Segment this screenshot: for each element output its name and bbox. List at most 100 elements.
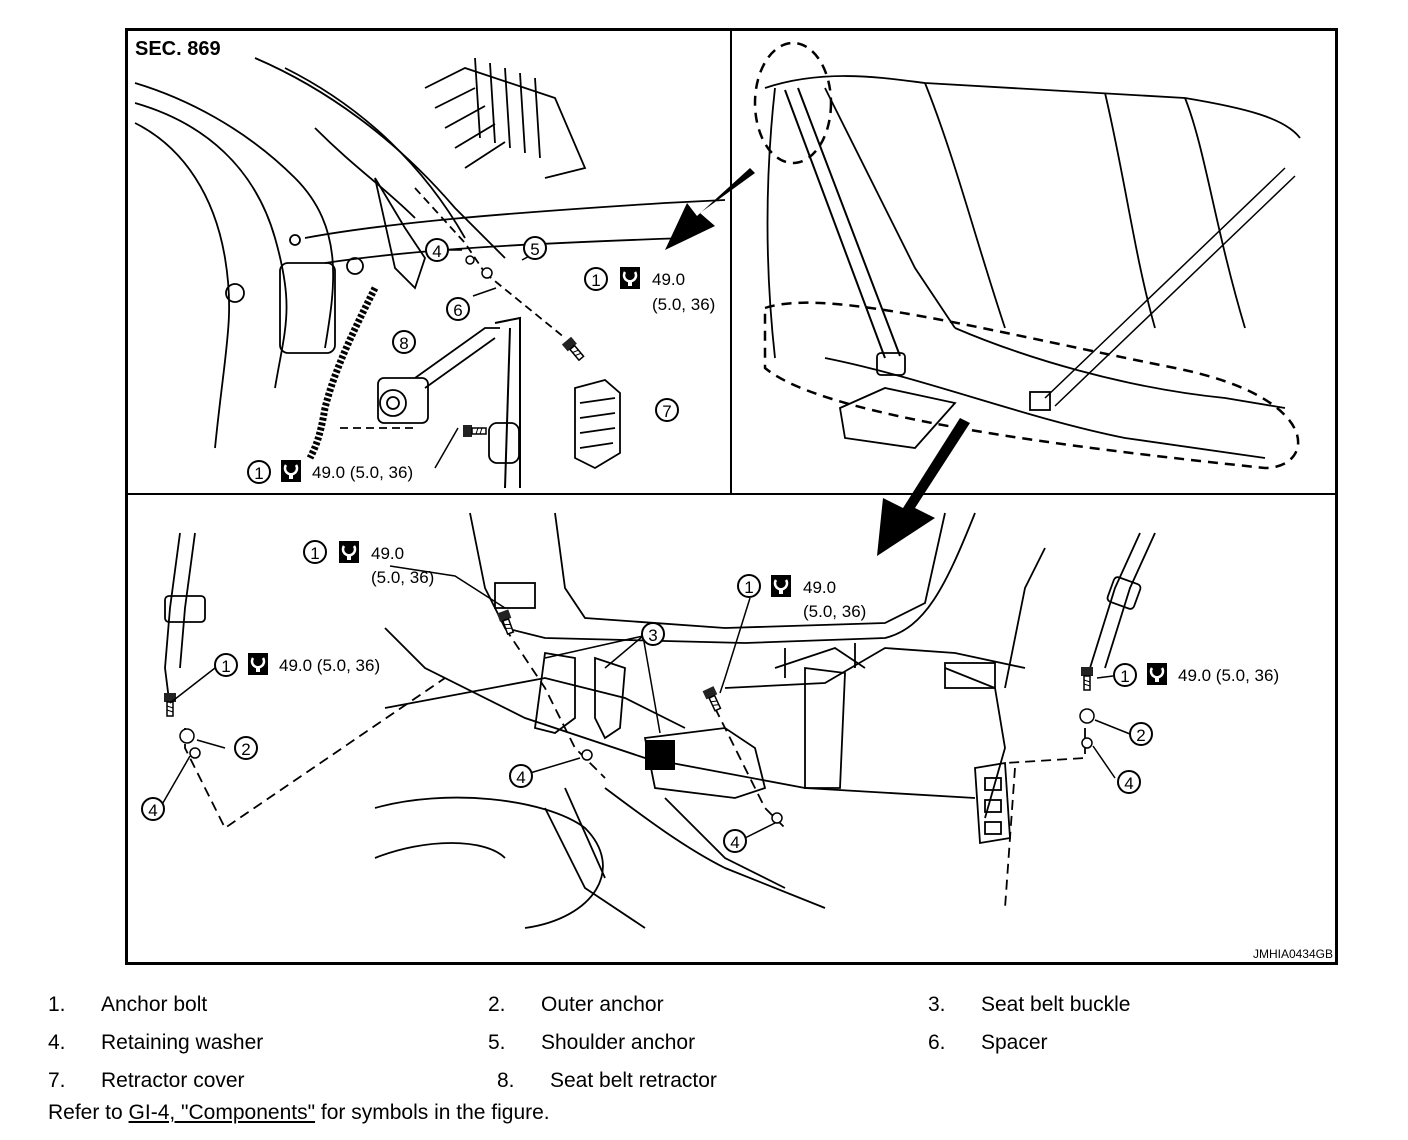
reference-note: Refer to GI-4, "Components" for symbols … <box>48 1101 550 1125</box>
callout-1-top: 1 <box>584 267 608 291</box>
shoulder-anchor-bolt <box>561 336 587 363</box>
svg-text:1: 1 <box>221 657 230 676</box>
legend-label: Seat belt buckle <box>981 993 1131 1016</box>
torque-wrench-icon <box>337 539 361 565</box>
retaining-washer <box>189 747 201 759</box>
legend-item: 5. Shoulder anchor <box>488 1031 928 1055</box>
svg-text:2: 2 <box>241 740 250 759</box>
note-suffix: for symbols in the figure. <box>315 1101 550 1124</box>
arrow-icon <box>665 168 755 250</box>
svg-text:5: 5 <box>530 240 539 259</box>
torque-spec: 49.0 <box>652 270 685 289</box>
anchor-bolt <box>701 685 724 713</box>
arrow-icon <box>877 418 970 556</box>
legend-number: 3. <box>928 993 946 1016</box>
torque-spec: 49.0 (5.0, 36) <box>1178 666 1279 685</box>
legend-row: 4. Retaining washer 5. Shoulder anchor 6… <box>48 1024 1368 1062</box>
retaining-washer <box>481 267 493 279</box>
retaining-washer <box>1081 737 1093 749</box>
callout-4-left: 4 <box>141 797 165 821</box>
torque-wrench-icon <box>769 573 793 599</box>
svg-text:2: 2 <box>1136 726 1145 745</box>
legend-number: 2. <box>488 993 506 1016</box>
callout-4-top: 4 <box>425 238 449 262</box>
legend-item: 3. Seat belt buckle <box>928 993 1368 1017</box>
callout-1-center: 1 <box>737 574 761 598</box>
anchor-bolt <box>163 692 177 717</box>
legend-row: 1. Anchor bolt 2. Outer anchor 3. Seat b… <box>48 986 1368 1024</box>
callout-6-top: 6 <box>446 297 470 321</box>
svg-text:4: 4 <box>1124 774 1133 793</box>
retractor-bolt <box>462 424 487 438</box>
torque-wrench-icon <box>279 458 303 484</box>
legend-label: Outer anchor <box>541 993 664 1016</box>
callout-7-top: 7 <box>655 398 679 422</box>
svg-text:4: 4 <box>516 768 525 787</box>
svg-text:4: 4 <box>432 242 441 261</box>
anchor-bolt <box>496 608 517 636</box>
callout-4-center: 4 <box>723 829 747 853</box>
legend-item: 2. Outer anchor <box>488 993 928 1017</box>
svg-text:6: 6 <box>453 301 462 320</box>
svg-text:8: 8 <box>399 334 408 353</box>
outer-anchor <box>179 728 195 744</box>
legend-number: 8. <box>497 1069 515 1092</box>
top-right-panel <box>764 75 1301 459</box>
bottom-panel <box>164 512 1156 929</box>
components-link[interactable]: GI-4, "Components" <box>128 1101 316 1124</box>
svg-text:7: 7 <box>662 402 671 421</box>
exploded-view-figure: SEC. 869 <box>125 28 1338 965</box>
svg-text:4: 4 <box>148 801 157 820</box>
legend-label: Spacer <box>981 1031 1048 1054</box>
torque-spec: 49.0 (5.0, 36) <box>279 656 380 675</box>
callout-4-center-left: 4 <box>509 764 533 788</box>
legend-number: 1. <box>48 993 66 1016</box>
detail-circle-upper <box>753 41 833 165</box>
retaining-washer <box>581 749 593 761</box>
outer-anchor <box>1079 708 1095 724</box>
legend-row: 7. Retractor cover 8. Seat belt retracto… <box>48 1062 1368 1100</box>
svg-text:1: 1 <box>744 578 753 597</box>
callout-1-retractor: 1 <box>247 460 271 484</box>
parts-legend: 1. Anchor bolt 2. Outer anchor 3. Seat b… <box>48 986 1368 1100</box>
callout-1-right: 1 <box>1113 663 1137 687</box>
detail-circle-lower <box>763 301 1300 470</box>
legend-item: 6. Spacer <box>928 1031 1368 1055</box>
legend-label: Retractor cover <box>101 1069 245 1092</box>
legend-number: 5. <box>488 1031 506 1054</box>
top-left-panel: SEC. 869 <box>134 38 726 489</box>
svg-text:1: 1 <box>591 271 600 290</box>
svg-text:1: 1 <box>254 464 263 483</box>
torque-wrench-icon <box>1145 661 1169 687</box>
legend-item: 7. Retractor cover <box>48 1069 497 1093</box>
retractor-cover <box>574 379 621 470</box>
callout-3-buckles: 3 <box>641 622 665 646</box>
torque-spec: 49.0 <box>371 544 404 563</box>
anchor-bolt <box>1080 666 1094 691</box>
legend-item: 1. Anchor bolt <box>48 993 488 1017</box>
torque-spec: 49.0 (5.0, 36) <box>312 463 413 482</box>
note-prefix: Refer to <box>48 1101 129 1124</box>
legend-label: Retaining washer <box>101 1031 264 1054</box>
retaining-washer <box>771 812 783 824</box>
legend-number: 7. <box>48 1069 66 1092</box>
legend-item: 4. Retaining washer <box>48 1031 488 1055</box>
torque-wrench-icon <box>618 265 642 291</box>
callout-5-top: 5 <box>523 236 547 260</box>
callout-2-right: 2 <box>1129 722 1153 746</box>
callout-1-left-buckle: 1 <box>303 540 327 564</box>
image-code: JMHIA0434GB <box>1253 947 1333 961</box>
svg-text:4: 4 <box>730 833 739 852</box>
legend-label: Seat belt retractor <box>550 1069 717 1092</box>
svg-text:1: 1 <box>1120 667 1129 686</box>
svg-text:1: 1 <box>310 544 319 563</box>
legend-number: 6. <box>928 1031 946 1054</box>
section-label: SEC. 869 <box>135 38 221 60</box>
legend-number: 4. <box>48 1031 66 1054</box>
torque-wrench-icon <box>246 651 270 677</box>
legend-item: 8. Seat belt retractor <box>497 1069 946 1093</box>
legend-label: Shoulder anchor <box>541 1031 696 1054</box>
callout-8-top: 8 <box>392 330 416 354</box>
callout-1-left-outer: 1 <box>214 653 238 677</box>
torque-spec: 49.0 <box>803 578 836 597</box>
